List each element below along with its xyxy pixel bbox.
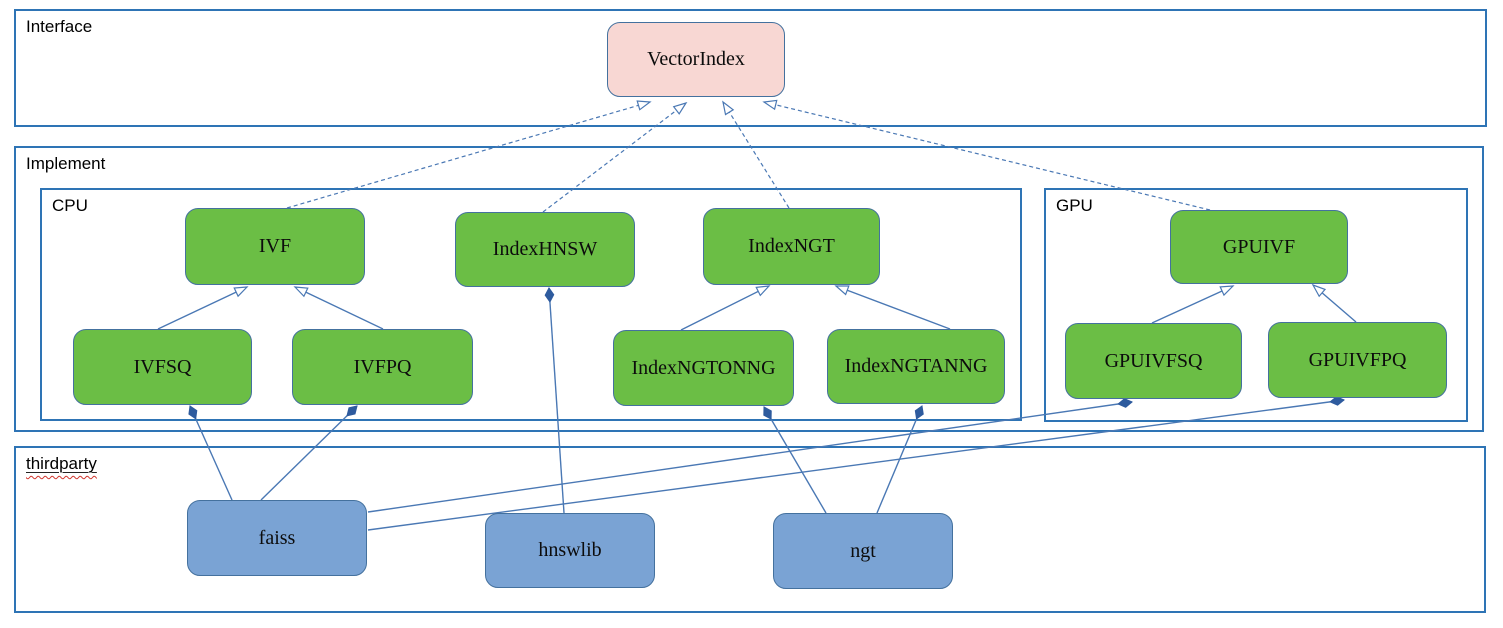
node-indexngtonng: IndexNGTONNG [613, 330, 794, 406]
node-indexngtonng-label: IndexNGTONNG [631, 356, 776, 379]
edge-generalization-indexngtanng-indexngt [834, 285, 951, 330]
node-gpuivfpq-label: GPUIVFPQ [1308, 348, 1407, 371]
node-hnswlib-label: hnswlib [538, 539, 602, 561]
container-implement-label: Implement [26, 154, 106, 173]
node-gpuivfsq-label: GPUIVFSQ [1104, 349, 1203, 372]
node-faiss: faiss [187, 500, 367, 576]
node-indexngtanng: IndexNGTANNG [827, 329, 1005, 404]
edge-generalization-gpuivfpq-gpuivf [1311, 283, 1357, 323]
node-ivfsq-label: IVFSQ [133, 355, 192, 378]
node-ivfpq-label: IVFPQ [353, 355, 412, 378]
container-thirdparty: thirdparty [14, 446, 1486, 613]
node-indexngt: IndexNGT [703, 208, 880, 285]
edge-composition-faiss-gpuivfsq [367, 398, 1133, 513]
container-thirdparty-label: thirdparty [26, 454, 97, 473]
node-indexngt-label: IndexNGT [748, 235, 835, 257]
node-gpuivfsq: GPUIVFSQ [1065, 323, 1242, 399]
edge-realization-gpuivf-vectorindex [762, 99, 1211, 211]
node-ngt: ngt [773, 513, 953, 589]
node-gpuivf: GPUIVF [1170, 210, 1348, 284]
edge-realization-indexhnsw-vectorindex [542, 101, 688, 213]
edge-realization-ivf-vectorindex [286, 100, 652, 209]
edge-realization-indexngt-vectorindex [722, 100, 790, 209]
node-hnswlib: hnswlib [485, 513, 655, 588]
node-vectorindex: VectorIndex [607, 22, 785, 97]
edge-generalization-ivfpq-ivf [293, 286, 384, 330]
edge-composition-faiss-ivfsq [188, 405, 233, 501]
container-cpu: CPU [40, 188, 1022, 421]
edge-generalization-ivfsq-ivf [157, 286, 249, 330]
container-interface-label: Interface [26, 17, 93, 36]
node-ivfpq: IVFPQ [292, 329, 473, 405]
node-gpuivf-label: GPUIVF [1222, 235, 1296, 258]
node-indexngtanng-label: IndexNGTANNG [844, 355, 988, 377]
edge-composition-faiss-gpuivfpq [367, 396, 1345, 531]
edge-generalization-indexngtonng-indexngt [680, 285, 771, 331]
node-ivf: IVF [185, 208, 365, 285]
node-indexhnsw-label: IndexHNSW [492, 238, 598, 260]
container-interface: Interface [14, 9, 1487, 127]
node-ivfsq: IVFSQ [73, 329, 252, 405]
container-gpu-label: GPU [1056, 196, 1093, 215]
node-ivf-label: IVF [258, 235, 292, 257]
container-gpu: GPU [1044, 188, 1468, 422]
node-vectorindex-label: VectorIndex [647, 48, 745, 70]
edge-generalization-gpuivfsq-gpuivf [1151, 285, 1235, 324]
node-indexhnsw: IndexHNSW [455, 212, 635, 287]
node-faiss-label: faiss [258, 526, 296, 549]
edge-composition-faiss-ivfpq [260, 405, 358, 501]
container-implement: Implement [14, 146, 1484, 432]
edge-composition-ngt-indexngtonng [763, 406, 827, 514]
container-cpu-label: CPU [52, 196, 88, 215]
node-ngt-label: ngt [850, 539, 876, 562]
edge-composition-hnswlib-indexhnsw [544, 287, 565, 514]
node-gpuivfpq: GPUIVFPQ [1268, 322, 1447, 398]
